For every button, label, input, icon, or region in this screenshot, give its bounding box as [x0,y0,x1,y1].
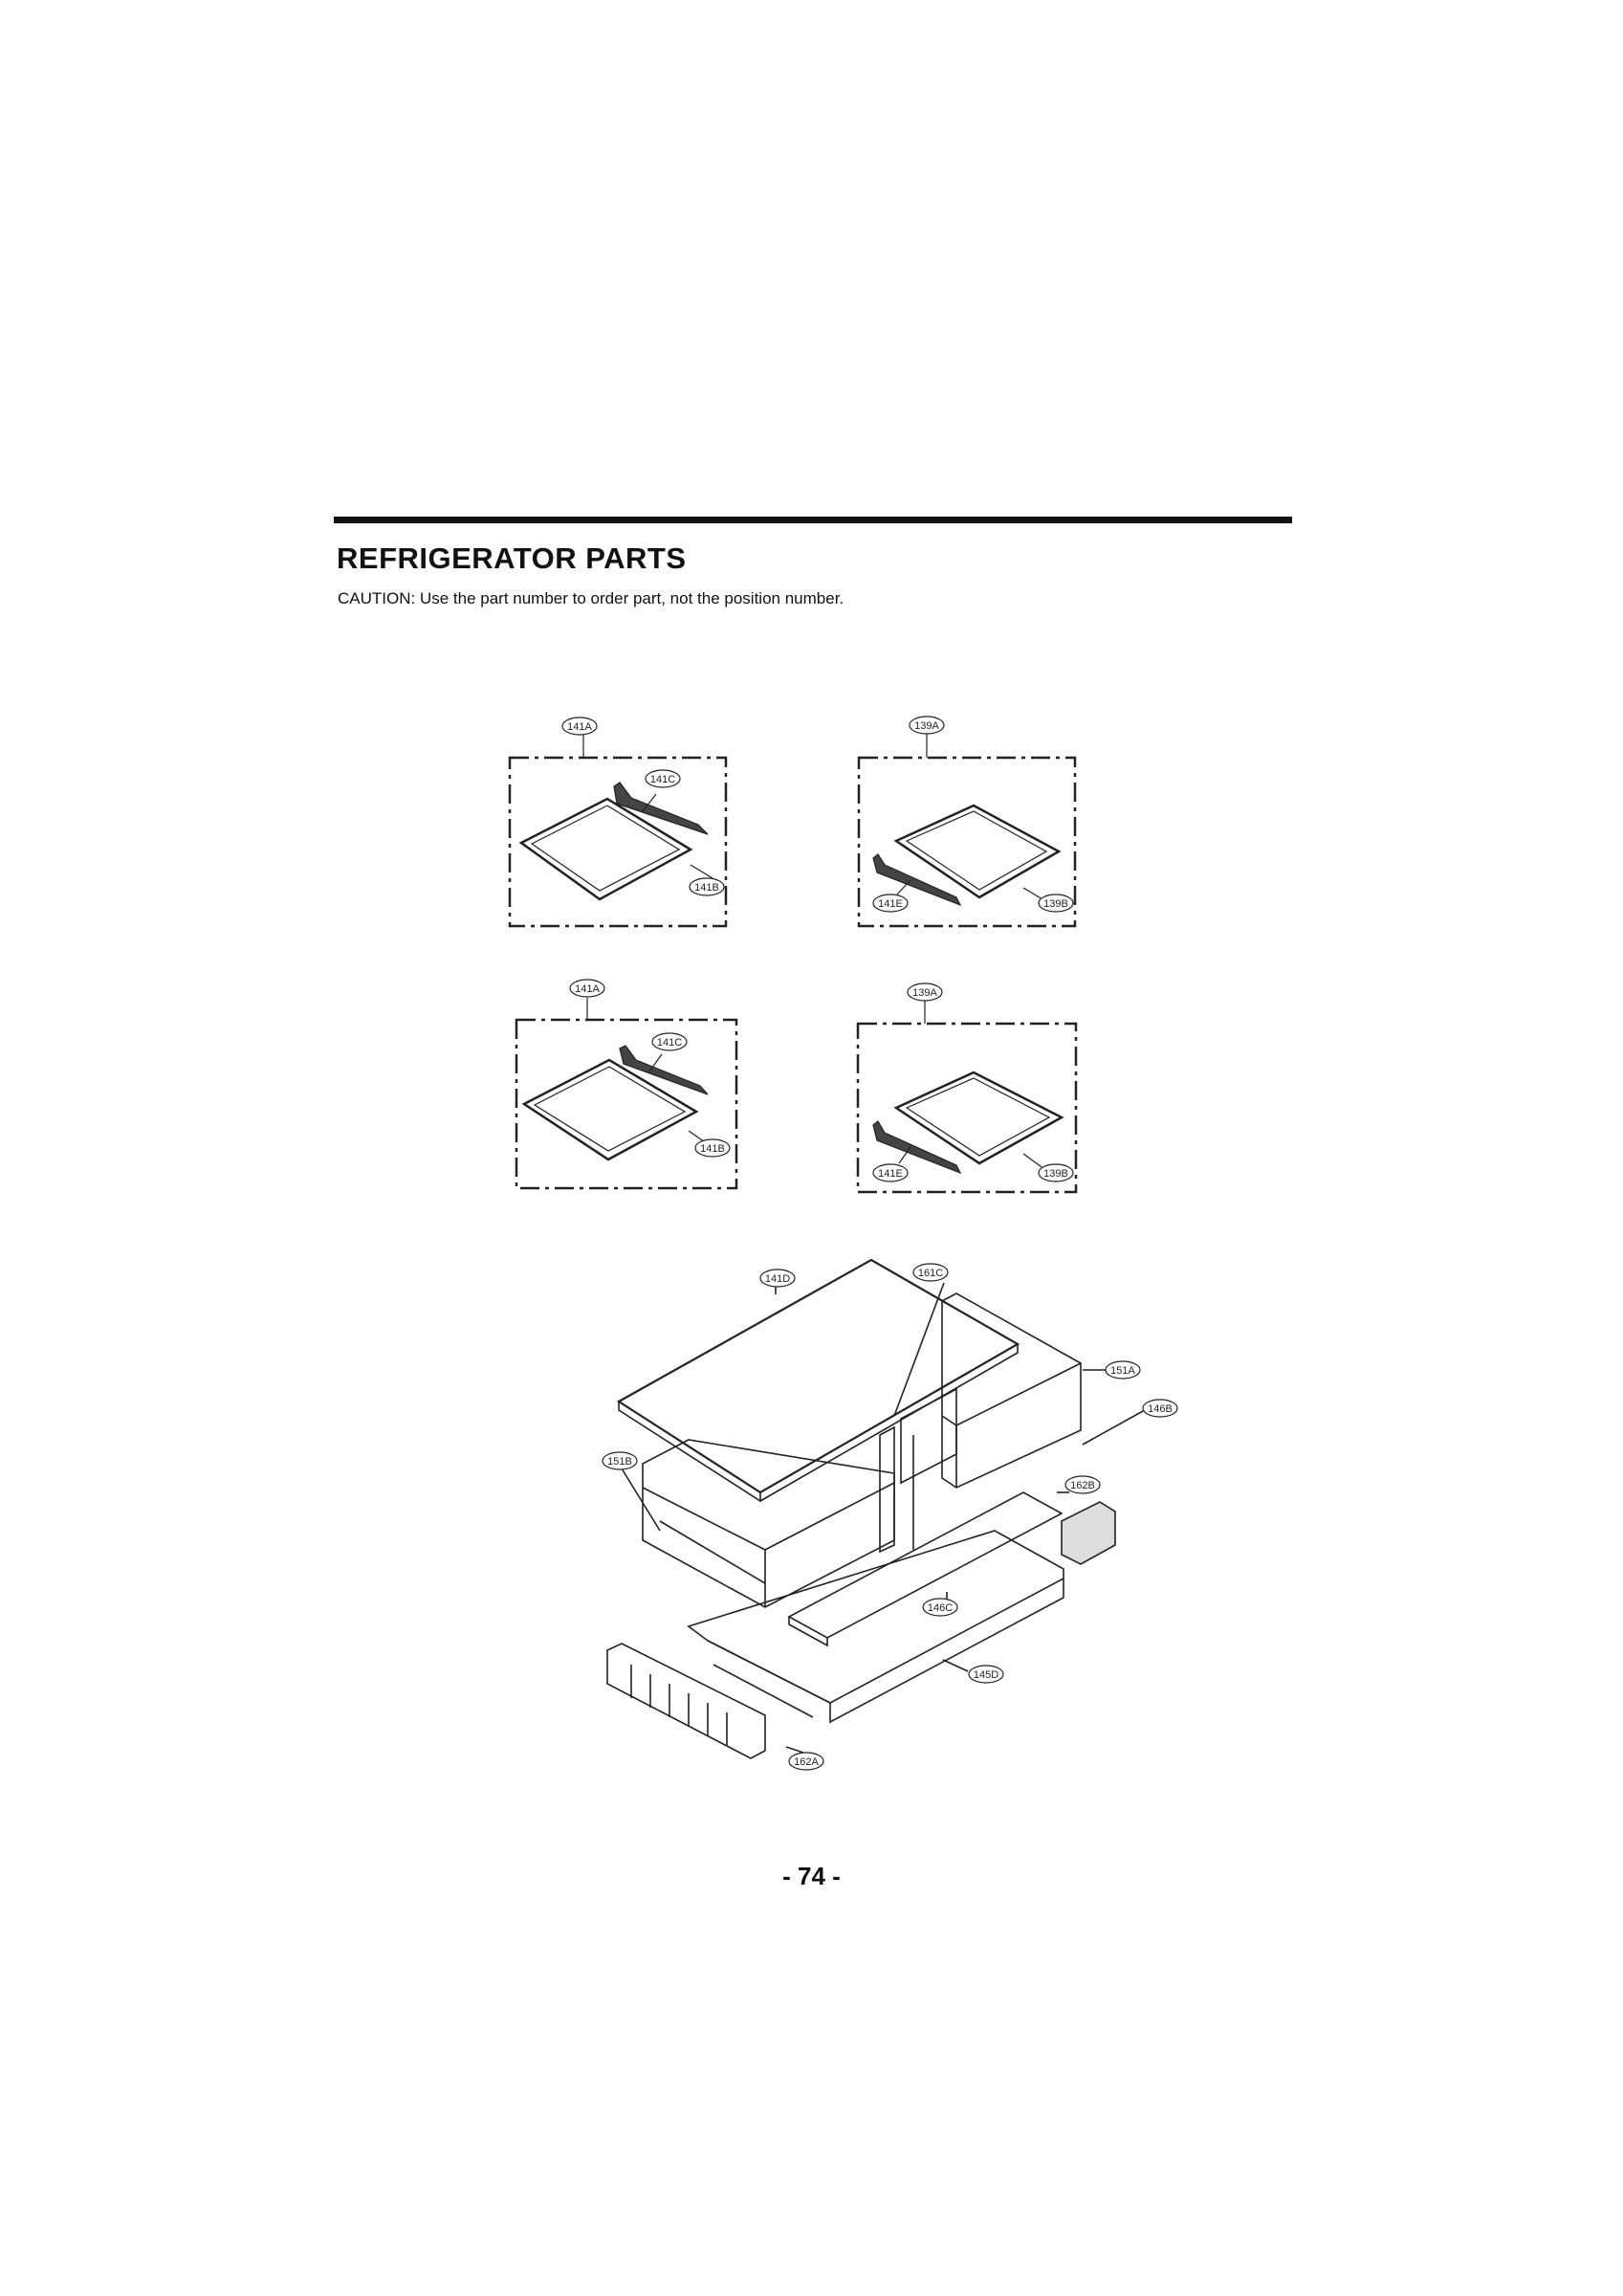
shelf-assembly-141a-bottom [515,998,738,1190]
callout-139b: 139B [1043,1168,1068,1180]
callout-146b: 146B [1148,1403,1173,1415]
callout-141b: 141B [700,1143,725,1155]
callout-161c: 161C [918,1268,943,1279]
callout-162a: 162A [794,1756,819,1768]
callout-139b: 139B [1043,898,1068,910]
callout-text: 141A 141C 141B 139A 141E 139B 141A 141C … [567,720,1173,1768]
callout-141c: 141C [657,1037,682,1049]
callout-141d: 141D [765,1273,790,1285]
callout-145d: 145D [974,1669,998,1681]
shelf-assembly-141a-top [508,733,728,928]
crisper-drawer-assembly [606,1258,1144,1759]
page-number: - 74 - [782,1862,841,1890]
shelf-assembly-139a-bottom [856,1000,1078,1194]
callout-162b: 162B [1070,1480,1095,1491]
callout-141c: 141C [650,774,675,785]
callout-141e: 141E [878,1168,903,1180]
callout-151b: 151B [607,1456,632,1468]
callout-labels [561,716,1178,1771]
page-title: REFRIGERATOR PARTS [337,541,687,575]
callout-139a: 139A [914,720,939,732]
shelf-assembly-139a-top [857,733,1077,928]
callout-151a: 151A [1110,1365,1135,1377]
callout-139a: 139A [912,987,937,999]
callout-141a: 141A [575,983,600,995]
callout-141b: 141B [694,882,719,894]
header-rule [334,517,1292,523]
callout-146c: 146C [928,1602,953,1614]
callout-141a: 141A [567,721,592,733]
callout-141e: 141E [878,898,903,910]
caution-note: CAUTION: Use the part number to order pa… [338,589,844,607]
